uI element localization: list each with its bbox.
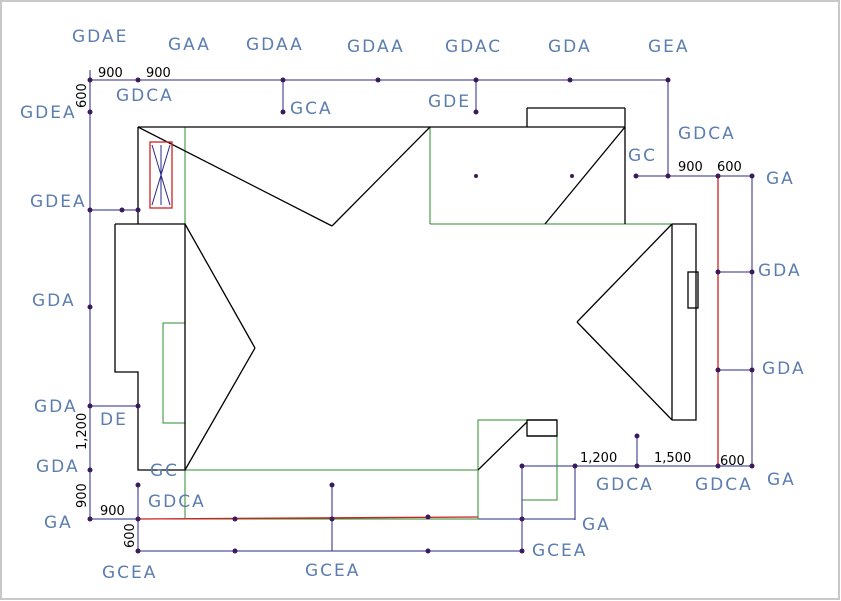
label-gda-right-1: GDA [758,261,802,281]
dimension-lines [89,70,753,552]
label-ga-left: GA [44,513,73,533]
label-gdae: GDAE [72,27,128,47]
label-gdea-2: GDEA [30,192,87,212]
label-ga-right-top: GA [766,169,795,189]
label-gaa: GAA [168,35,211,55]
dim-left-900: 900 [75,483,90,508]
dim-top-900-a: 900 [98,66,123,81]
red-lines [137,141,719,520]
label-gda-left: GDA [32,291,76,311]
wall-left-box [162,322,186,424]
label-gda-left-3: GDA [36,457,80,477]
label-ga-bottom: GA [582,515,611,535]
label-gda-top: GDA [548,37,592,57]
dim-bottom-600: 600 [720,454,745,469]
label-gdca-right: GDCA [678,124,736,144]
roof-bottom-box [526,419,558,437]
hip-line-1 [137,126,333,227]
label-gdaa-1: GDAA [246,35,304,55]
label-gdaa-2: GDAA [347,37,405,57]
dim-bottom-600-left: 600 [123,523,138,548]
hip-line-8 [477,421,528,471]
dim-bottom-1200: 1,200 [580,451,617,466]
label-gc-right: GC [628,146,657,166]
dim-right-900: 900 [678,160,703,175]
dim-bottom-900: 900 [100,504,125,519]
left-element-lines [151,144,171,206]
grid-labels: GDAE GAA GDAA GDAA GDAC GDA GEA GDEA GDC… [20,27,806,583]
label-gda-right-2: GDA [762,359,806,379]
label-gdac: GDAC [445,37,502,57]
label-gcea-center: GCEA [305,561,360,581]
label-ga-right-bottom: GA [767,470,796,490]
dim-left-1200: 1,200 [75,413,90,450]
dim-right-600: 600 [717,160,742,175]
label-gda-left-2: GDA [34,397,78,417]
dim-line-top [90,79,669,176]
hip-line-6 [576,223,673,323]
roof-right-eave [672,223,697,421]
roof-left-wing [114,223,186,471]
dim-bottom-1500: 1,500 [654,451,691,466]
red-rect-left [149,141,173,209]
hip-line-7 [576,321,673,421]
label-gea: GEA [648,37,690,57]
dim-top-900-b: 900 [146,66,171,81]
label-gdea-1: GDEA [20,103,77,123]
hip-line-2 [331,126,431,227]
hip-line-3 [184,223,256,349]
hip-line-4 [184,347,256,471]
label-gdca-top: GDCA [116,86,174,106]
label-gdca-bottom-2: GDCA [695,475,753,495]
roof-outline [114,107,699,471]
dim-left-600-top: 600 [75,83,90,108]
label-gc-bottom: GC [150,461,179,481]
label-gde: GDE [428,92,471,112]
label-gdca-bottom-1: GDCA [596,475,654,495]
label-gdca-bottom-left: GDCA [148,492,206,512]
hip-line-5 [544,126,626,225]
roof-right-box [687,271,699,309]
label-gcea-right: GCEA [532,541,587,561]
label-gca: GCA [290,99,333,119]
label-de: DE [100,410,128,430]
dimension-numbers: 900 900 600 900 600 1,200 1,500 600 1,20… [75,66,745,548]
grid-nodes [87,77,755,554]
label-gcea-left: GCEA [102,563,157,583]
red-line-bottom [137,516,479,520]
